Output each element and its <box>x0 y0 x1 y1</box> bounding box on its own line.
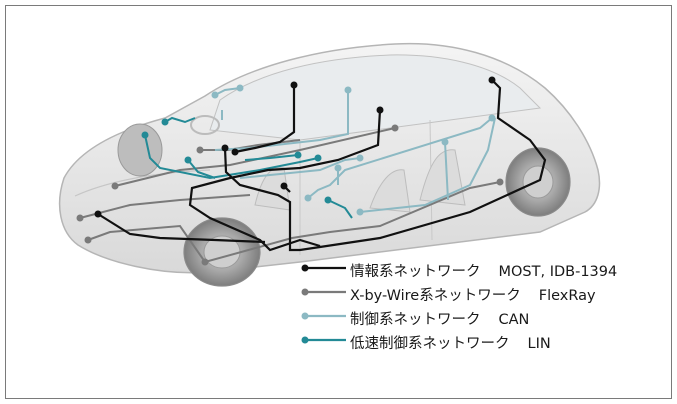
legend-label-control: 制御系ネットワーク CAN <box>350 308 529 329</box>
lowspeed-network-wiring <box>144 116 353 219</box>
legend-label-info: 情報系ネットワーク MOST, IDB-1394 <box>350 260 617 281</box>
legend-network-name: 情報系ネットワーク <box>350 264 481 280</box>
front-wheel <box>183 217 261 287</box>
control-network-wiring <box>214 87 496 213</box>
legend-protocol: MOST, IDB-1394 <box>498 264 618 280</box>
xbywire-network-swatch <box>301 288 346 296</box>
lowspeed-nodes <box>141 118 332 204</box>
legend-protocol: CAN <box>498 312 530 328</box>
front-wheel-far <box>117 123 163 177</box>
control-network-swatch <box>301 312 346 320</box>
info-network-wiring <box>97 79 547 252</box>
legend-network-name: X-by-Wire系ネットワーク <box>350 288 521 304</box>
control-nodes <box>211 84 496 216</box>
xbywire-nodes <box>76 124 504 266</box>
legend-label-xbywire: X-by-Wire系ネットワーク FlexRay <box>350 284 596 305</box>
legend-protocol: LIN <box>527 336 551 352</box>
legend-network-name: 低速制御系ネットワーク <box>350 336 510 352</box>
info-nodes <box>94 76 496 218</box>
legend-protocol: FlexRay <box>538 288 596 304</box>
legend-label-lowspeed: 低速制御系ネットワーク LIN <box>350 332 551 353</box>
legend-network-name: 制御系ネットワーク <box>350 312 481 328</box>
info-network-swatch <box>301 264 346 272</box>
lowspeed-network-swatch <box>301 336 346 344</box>
